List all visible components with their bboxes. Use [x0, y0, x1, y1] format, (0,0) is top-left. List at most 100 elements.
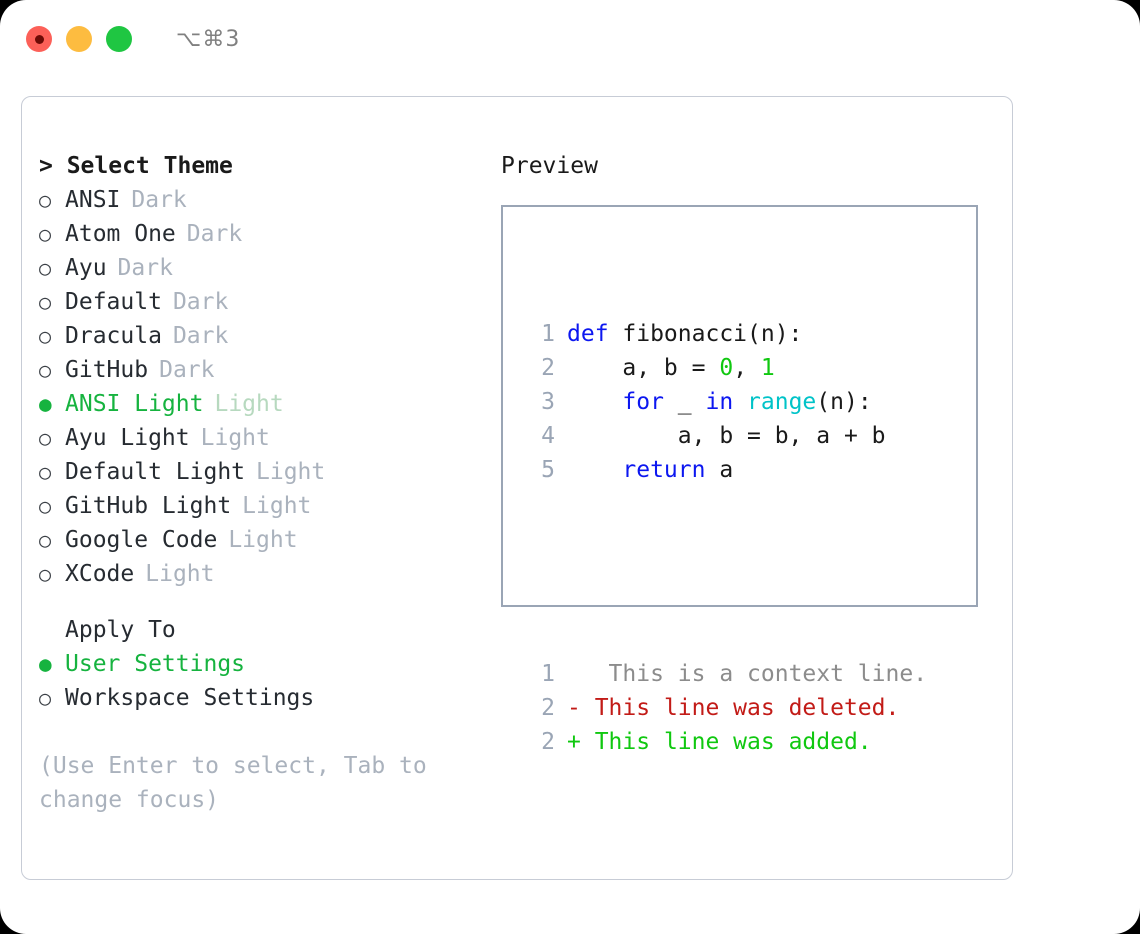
radio-selected-icon[interactable]: ● [39, 652, 52, 676]
theme-variant-label: Light [200, 425, 270, 451]
radio-unselected-icon[interactable]: ○ [39, 188, 52, 212]
theme-name: Ayu Light [65, 425, 190, 451]
radio-unselected-icon[interactable]: ○ [39, 426, 52, 450]
code-token-txt: (n): [816, 389, 872, 415]
theme-list-item[interactable]: ○ Ayu Light Light [39, 421, 479, 455]
radio-unselected-icon[interactable]: ○ [39, 686, 52, 710]
diff-marker: - [567, 695, 581, 721]
theme-list-item[interactable]: ○ Atom One Dark [39, 217, 479, 251]
keyboard-hint-text: (Use Enter to select, Tab to change focu… [39, 753, 441, 813]
theme-name: Google Code [65, 527, 218, 553]
window-titlebar: ⌥⌘3 [0, 0, 1140, 78]
code-line-content: a, b = b, a + b [567, 419, 886, 453]
apply-to-option[interactable]: ●User Settings [39, 647, 479, 681]
code-line: 3 for _ in range(n): [526, 385, 927, 419]
theme-variant-label: Dark [186, 221, 243, 247]
line-number: 3 [541, 389, 555, 415]
code-token-kw: return [622, 457, 706, 483]
theme-name: XCode [65, 561, 135, 587]
radio-unselected-icon[interactable]: ○ [39, 562, 52, 586]
apply-to-option-label: Workspace Settings [65, 685, 315, 711]
line-number: 2 [541, 695, 555, 721]
radio-unselected-icon[interactable]: ○ [39, 494, 52, 518]
diff-line: 2 + This line was added. [526, 725, 927, 759]
diff-line-text: This line was deleted. [580, 695, 900, 721]
code-token-txt: , [733, 355, 761, 381]
line-number: 5 [541, 457, 555, 483]
code-line: 1 def fibonacci(n): [526, 317, 927, 351]
code-diff-spacer [526, 555, 927, 589]
code-line: 5 return a [526, 453, 927, 487]
line-number: 2 [541, 729, 555, 755]
code-line-content: def fibonacci(n): [567, 317, 802, 351]
code-token-kw: for [622, 389, 664, 415]
theme-variant-label: Dark [117, 255, 173, 281]
apply-to-bullet-placeholder: ○ [39, 613, 65, 647]
code-token-num: 0 [719, 355, 734, 381]
code-token-txt: a, b = [567, 355, 720, 381]
preview-column: Preview [501, 149, 991, 183]
theme-name: Default [65, 289, 162, 315]
theme-name: Dracula [65, 323, 162, 349]
theme-variant-label: Dark [131, 187, 187, 213]
close-window-icon[interactable] [26, 26, 52, 52]
code-line-content: a, b = 0, 1 [567, 351, 774, 385]
code-line: 2 a, b = 0, 1 [526, 351, 927, 385]
theme-variant-label: Dark [159, 357, 215, 383]
apply-to-list[interactable]: ●User Settings ○ Workspace Settings [39, 647, 479, 715]
section-spacer [39, 591, 479, 613]
diff-marker: + [567, 729, 581, 755]
theme-list-item[interactable]: ○ Ayu Dark [39, 251, 479, 285]
code-token-txt: a [705, 457, 734, 483]
code-token-txt: a, b = b, a + b [567, 423, 886, 449]
theme-name: Atom One [65, 221, 176, 247]
diff-line-text: This is a context line. [580, 661, 928, 687]
maximize-window-icon[interactable] [106, 26, 132, 52]
radio-selected-icon[interactable]: ● [39, 392, 52, 416]
radio-unselected-icon[interactable]: ○ [39, 256, 52, 280]
theme-variant-label: Light [214, 391, 284, 417]
line-number: 2 [541, 355, 555, 381]
radio-unselected-icon[interactable]: ○ [39, 324, 52, 348]
apply-to-heading: Apply To [65, 617, 176, 643]
theme-variant-label: Light [256, 459, 326, 485]
radio-unselected-icon[interactable]: ○ [39, 528, 52, 552]
code-token-txt: fibonacci(n): [622, 321, 803, 347]
theme-list-item[interactable]: ○ Default Dark [39, 285, 479, 319]
radio-unselected-icon[interactable]: ○ [39, 290, 52, 314]
radio-unselected-icon[interactable]: ○ [39, 358, 52, 382]
diff-line: 1 This is a context line. [526, 657, 927, 691]
code-token-fn: range [747, 389, 817, 415]
diff-line-text: This line was added. [580, 729, 872, 755]
theme-list-item[interactable]: ○ GitHub Light Light [39, 489, 479, 523]
code-token-kw: def [567, 321, 623, 347]
window-title: ⌥⌘3 [176, 26, 241, 52]
theme-name: GitHub Light [65, 493, 232, 519]
theme-variant-label: Dark [172, 289, 229, 315]
diff-line: 2- This line was deleted. [526, 691, 927, 725]
theme-variant-label: Light [242, 493, 312, 519]
line-number: 1 [541, 321, 555, 347]
radio-unselected-icon[interactable]: ○ [39, 222, 52, 246]
theme-name: Ayu [65, 255, 107, 281]
apply-to-heading-row: ○ Apply To [39, 613, 479, 647]
diff-marker [567, 657, 581, 691]
radio-unselected-icon[interactable]: ○ [39, 460, 52, 484]
minimize-window-icon[interactable] [66, 26, 92, 52]
code-token-kw: in [705, 389, 734, 415]
apply-to-option[interactable]: ○ Workspace Settings [39, 681, 479, 715]
code-line: 4 a, b = b, a + b [526, 419, 927, 453]
